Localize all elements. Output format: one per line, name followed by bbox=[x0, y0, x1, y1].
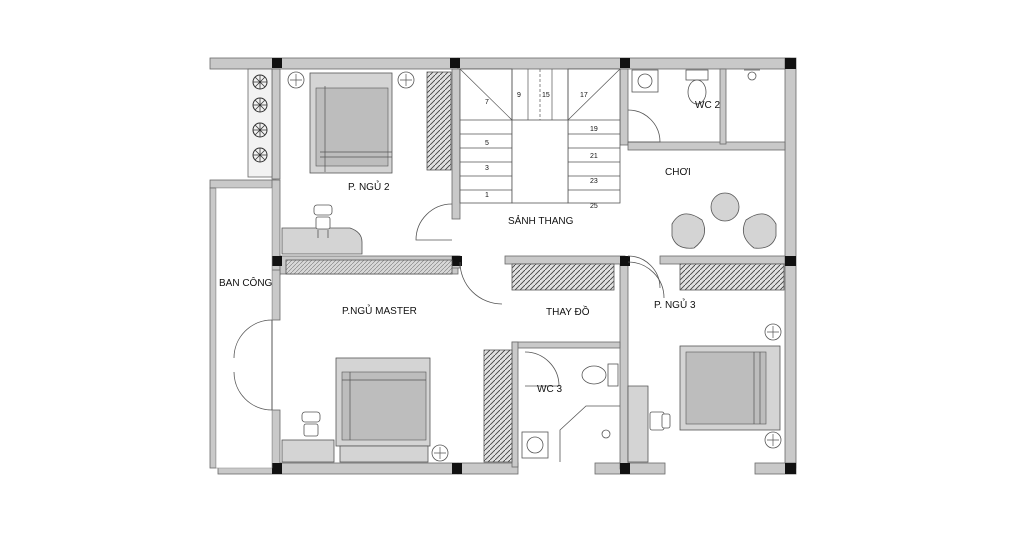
sink-icon bbox=[521, 431, 549, 459]
room-label-bedroom-3: P. NGỦ 3 bbox=[654, 298, 696, 311]
wardrobe bbox=[426, 71, 452, 171]
master-bedroom: P.NGỦ MASTER bbox=[281, 259, 513, 463]
stair-step-number: 5 bbox=[485, 140, 489, 147]
room-label-bedroom-2: P. NGỦ 2 bbox=[348, 180, 390, 193]
desk bbox=[281, 439, 335, 463]
stair-step-number: 9 bbox=[517, 92, 521, 99]
shower-partition bbox=[559, 405, 620, 462]
door-swing bbox=[627, 109, 661, 143]
plant-icon bbox=[252, 122, 268, 138]
bed-icon bbox=[335, 357, 431, 447]
stair-step-number: 15 bbox=[542, 92, 550, 99]
wardrobe bbox=[679, 263, 785, 291]
bed-icon bbox=[309, 72, 393, 174]
stair-step-number: 21 bbox=[590, 153, 598, 160]
door-swing bbox=[627, 261, 665, 299]
stair-step-number: 1 bbox=[485, 192, 489, 199]
shelf bbox=[483, 349, 513, 463]
door-swing bbox=[524, 351, 560, 387]
bedroom-2: P. NGỦ 2 bbox=[281, 71, 453, 255]
toilet-icon bbox=[685, 69, 709, 105]
stair-step-number: 7 bbox=[485, 99, 489, 106]
plant-icon bbox=[252, 74, 268, 90]
bed-icon bbox=[679, 345, 781, 431]
door-swing bbox=[415, 203, 453, 241]
room-label-wc-3: WC 3 bbox=[537, 384, 562, 395]
wc-3: WC 3 bbox=[521, 351, 620, 462]
wc-2: WC 2 bbox=[627, 69, 760, 143]
door-swing bbox=[627, 255, 661, 289]
plant-planter bbox=[247, 68, 273, 178]
room-label-stair-hall: SẢNH THANG bbox=[508, 214, 574, 227]
balcony: BAN CÔNG bbox=[215, 187, 273, 469]
bench bbox=[339, 445, 429, 463]
nightstand-icon bbox=[764, 431, 782, 449]
stair-step-number: 19 bbox=[590, 126, 598, 133]
play-room: CHƠI bbox=[627, 167, 777, 289]
stair-step-number: 17 bbox=[580, 92, 588, 99]
shower-icon bbox=[601, 429, 611, 439]
wardrobe bbox=[511, 263, 615, 291]
desk bbox=[627, 385, 649, 463]
toilet-icon bbox=[581, 363, 619, 387]
dressing-room: THAY ĐỒ bbox=[459, 261, 615, 318]
round-table bbox=[710, 192, 740, 222]
chair-icon bbox=[649, 411, 671, 431]
stair-step-number: 3 bbox=[485, 165, 489, 172]
staircase: 1 3 5 7 9 15 17 19 21 23 25 SẢNH THANG bbox=[459, 68, 621, 227]
shower-icon bbox=[744, 69, 760, 81]
room-label-master: P.NGỦ MASTER bbox=[342, 304, 417, 317]
plant-icon bbox=[252, 97, 268, 113]
room-label-play: CHƠI bbox=[665, 167, 691, 178]
sink-icon bbox=[631, 69, 659, 93]
chair-icon bbox=[301, 411, 321, 437]
interior-walls bbox=[271, 68, 786, 470]
nightstand-icon bbox=[287, 71, 305, 89]
chair-icon bbox=[313, 204, 333, 238]
nightstand-icon bbox=[397, 71, 415, 89]
stair-step-number: 25 bbox=[590, 203, 598, 210]
door-swing bbox=[459, 261, 503, 305]
nightstand-icon bbox=[764, 323, 782, 341]
sliding-door bbox=[233, 319, 273, 411]
armchair-icon bbox=[671, 213, 706, 249]
armchair-icon bbox=[742, 213, 777, 249]
room-label-balcony: BAN CÔNG bbox=[219, 276, 273, 289]
nightstand-icon bbox=[431, 444, 449, 462]
room-label-dressing: THAY ĐỒ bbox=[546, 305, 590, 318]
wardrobe bbox=[285, 259, 453, 275]
room-label-wc-2: WC 2 bbox=[695, 100, 720, 111]
stair-step-number: 23 bbox=[590, 178, 598, 185]
plant-icon bbox=[252, 147, 268, 163]
structural-columns bbox=[272, 58, 796, 474]
desk bbox=[281, 227, 363, 255]
bedroom-3: P. NGỦ 3 bbox=[627, 261, 785, 463]
